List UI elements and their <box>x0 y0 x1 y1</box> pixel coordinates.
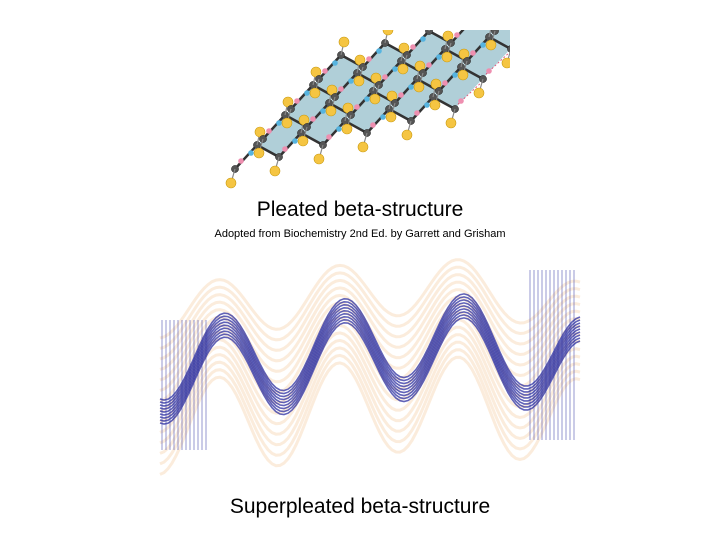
side-chain-atom <box>445 117 457 129</box>
side-chain-atom <box>441 51 453 63</box>
side-chain-atom <box>269 165 281 177</box>
ribbon-shadow-strand <box>159 280 581 371</box>
nitrogen-atom <box>376 48 382 54</box>
side-chain-atom <box>397 63 409 75</box>
side-chain-atom <box>338 36 350 48</box>
ribbon-strand <box>159 305 581 413</box>
side-chain-atom <box>281 117 293 129</box>
nitrogen-atom <box>420 36 426 42</box>
side-chain-atom <box>429 99 441 111</box>
side-chain-atom <box>353 75 365 87</box>
ribbon-shadow-strand <box>159 325 581 434</box>
side-chain-atom <box>385 111 397 123</box>
oxygen-atom <box>370 122 376 128</box>
oxygen-atom <box>326 134 332 140</box>
nitrogen-atom <box>424 102 430 108</box>
side-chain-atom <box>485 39 497 51</box>
superpleated-caption: Superpleated beta-structure <box>229 495 491 518</box>
ribbon-strand <box>159 308 581 416</box>
ribbon-shadow-strand <box>159 333 581 445</box>
ribbon-shadow-strand <box>159 348 581 466</box>
nitrogen-atom <box>392 66 398 72</box>
nitrogen-atom <box>248 150 254 156</box>
ribbon-strand <box>159 296 581 404</box>
nitrogen-atom <box>320 108 326 114</box>
ribbon-shadow-strand <box>159 318 581 424</box>
nitrogen-atom <box>364 96 370 102</box>
nitrogen-atom <box>304 90 310 96</box>
nitrogen-atom <box>348 78 354 84</box>
nitrogen-atom <box>332 60 338 66</box>
side-chain-atom <box>501 57 510 69</box>
oxygen-atom <box>310 116 316 122</box>
side-chain-atom <box>253 147 265 159</box>
oxygen-atom <box>266 128 272 134</box>
ribbon-shadow-strand <box>159 265 581 350</box>
oxygen-atom <box>382 74 388 80</box>
oxygen-atom <box>410 44 416 50</box>
oxygen-atom <box>338 86 344 92</box>
nitrogen-atom <box>276 120 282 126</box>
oxygen-atom <box>282 146 288 152</box>
oxygen-atom <box>454 32 460 38</box>
nitrogen-atom <box>436 54 442 60</box>
side-chain-atom <box>457 69 469 81</box>
side-chain-atom <box>313 153 325 165</box>
pleated-beta-sheet-illustration <box>225 30 510 189</box>
side-chain-atom <box>369 93 381 105</box>
nitrogen-atom <box>408 84 414 90</box>
oxygen-atom <box>458 98 464 104</box>
side-chain-bond <box>488 30 492 38</box>
nitrogen-atom <box>452 72 458 78</box>
ribbon-front-layer <box>159 270 581 450</box>
ribbon-shadow-strand <box>159 355 581 476</box>
oxygen-atom <box>442 80 448 86</box>
ribbon-strand <box>159 317 581 425</box>
oxygen-atom <box>426 62 432 68</box>
ribbon-strand <box>159 302 581 410</box>
oxygen-atom <box>238 158 244 164</box>
nitrogen-atom <box>336 126 342 132</box>
ribbon-shadow-strand <box>159 273 581 361</box>
side-chain-atom <box>473 87 485 99</box>
source-credit: Adopted from Biochemistry 2nd Ed. by Gar… <box>214 228 506 240</box>
ribbon-shadow-strand <box>159 340 581 455</box>
oxygen-atom <box>398 92 404 98</box>
oxygen-atom <box>486 68 492 74</box>
side-chain-atom <box>382 30 394 36</box>
side-chain-atom <box>225 177 237 189</box>
carbon-atom <box>507 45 510 53</box>
ribbon-strand <box>159 314 581 422</box>
ribbon-shadow-strand <box>159 258 581 340</box>
side-chain-atom <box>297 135 309 147</box>
side-chain-atom <box>401 129 413 141</box>
ribbon-strand <box>159 311 581 419</box>
side-chain-atom <box>341 123 353 135</box>
side-chain-atom <box>325 105 337 117</box>
oxygen-atom <box>366 56 372 62</box>
atoms <box>225 30 510 189</box>
carbon-atom <box>425 30 433 35</box>
oxygen-atom <box>414 110 420 116</box>
oxygen-atom <box>470 50 476 56</box>
pleated-caption: Pleated beta-structure <box>256 198 464 221</box>
superpleated-beta-structure-illustration <box>159 258 581 476</box>
side-chain-atom <box>357 141 369 153</box>
nitrogen-atom <box>292 138 298 144</box>
nitrogen-atom <box>480 42 486 48</box>
ribbon-back-layer <box>159 258 581 476</box>
oxygen-atom <box>354 104 360 110</box>
side-chain-atom <box>309 87 321 99</box>
nitrogen-atom <box>380 114 386 120</box>
oxygen-atom <box>294 98 300 104</box>
ribbon-strand <box>159 293 581 401</box>
oxygen-atom <box>322 68 328 74</box>
ribbon-strand <box>159 299 581 407</box>
side-chain-atom <box>413 81 425 93</box>
